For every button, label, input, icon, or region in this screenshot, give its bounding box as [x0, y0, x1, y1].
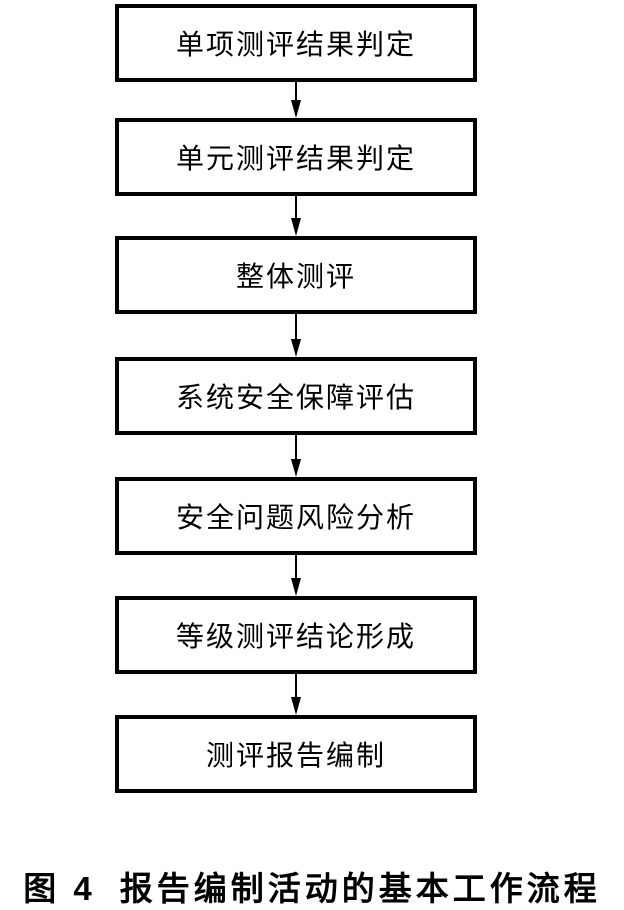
arrow-line: [295, 674, 297, 698]
flow-step-box-2: 单元测评结果判定: [115, 118, 477, 196]
flow-step-box-3: 整体测评: [115, 236, 477, 314]
flow-step-label: 系统安全保障评估: [175, 383, 416, 414]
arrow-head-icon: [291, 218, 301, 236]
arrow-line: [295, 555, 297, 579]
flow-step-label: 单项测评结果判定: [175, 30, 416, 61]
arrow-down-icon: [284, 555, 308, 596]
arrow-head-icon: [291, 697, 301, 715]
arrow-down-icon: [284, 314, 308, 357]
figure-caption: 图 4 报告编制活动的基本工作流程: [0, 862, 624, 910]
figure-caption-title: 报告编制活动的基本工作流程: [119, 870, 601, 907]
flow-step-label: 整体测评: [235, 262, 356, 293]
arrow-down-icon: [284, 196, 308, 236]
arrow-head-icon: [291, 339, 301, 357]
flow-step-box-6: 等级测评结论形成: [115, 596, 477, 674]
flow-step-box-1: 单项测评结果判定: [115, 4, 477, 82]
arrow-head-icon: [291, 100, 301, 118]
arrow-line: [295, 435, 297, 460]
flow-step-box-5: 安全问题风险分析: [115, 477, 477, 555]
arrow-head-icon: [291, 459, 301, 477]
flow-step-box-7: 测评报告编制: [115, 715, 477, 793]
arrow-line: [295, 314, 297, 340]
figure-caption-number: 图 4: [23, 870, 96, 907]
arrow-head-icon: [291, 578, 301, 596]
flow-step-box-4: 系统安全保障评估: [115, 357, 477, 435]
arrow-line: [295, 82, 297, 101]
flow-step-label: 测评报告编制: [205, 741, 386, 772]
flow-step-label: 单元测评结果判定: [175, 144, 416, 175]
arrow-down-icon: [284, 674, 308, 715]
flow-step-label: 安全问题风险分析: [175, 503, 416, 534]
flow-step-label: 等级测评结论形成: [175, 622, 416, 653]
arrow-down-icon: [284, 82, 308, 118]
arrow-down-icon: [284, 435, 308, 477]
arrow-line: [295, 196, 297, 219]
